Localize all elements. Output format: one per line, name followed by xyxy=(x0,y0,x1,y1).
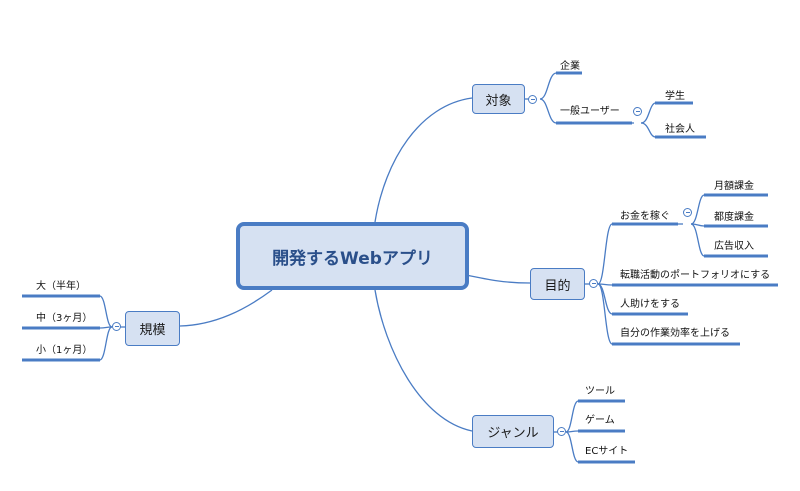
topic-efficiency[interactable]: 自分の作業効率を上げる xyxy=(620,328,730,339)
topic-company[interactable]: 企業 xyxy=(560,61,580,72)
topic-ec[interactable]: ECサイト xyxy=(585,446,629,457)
topic-large[interactable]: 大（半年） xyxy=(36,281,86,292)
collapse-target-icon[interactable] xyxy=(528,95,537,104)
collapse-scale-icon[interactable] xyxy=(112,322,121,331)
topic-earn-money[interactable]: お金を稼ぐ xyxy=(620,211,670,222)
topic-job-change[interactable]: 転職活動のポートフォリオにする xyxy=(620,270,771,281)
branch-target[interactable]: 対象 xyxy=(472,84,525,114)
topic-tool[interactable]: ツール xyxy=(585,386,615,397)
branch-scale[interactable]: 規模 xyxy=(125,311,180,346)
topic-student[interactable]: 学生 xyxy=(665,91,685,102)
branch-target-label: 対象 xyxy=(485,93,512,109)
topic-pay-per-use[interactable]: 都度課金 xyxy=(714,212,754,223)
branch-genre[interactable]: ジャンル xyxy=(472,415,554,448)
branch-purpose[interactable]: 目的 xyxy=(530,268,585,300)
topic-medium[interactable]: 中（3ヶ月） xyxy=(36,313,93,324)
branch-scale-label: 規模 xyxy=(139,323,166,338)
collapse-genre-icon[interactable] xyxy=(557,427,566,436)
topic-help-people[interactable]: 人助けをする xyxy=(620,299,680,310)
topic-general-user[interactable]: 一般ユーザー xyxy=(560,106,620,117)
topic-ad-revenue[interactable]: 広告収入 xyxy=(714,241,754,252)
collapse-purpose-icon[interactable] xyxy=(589,279,598,288)
collapse-general-user-icon[interactable] xyxy=(633,107,642,116)
topic-game[interactable]: ゲーム xyxy=(585,415,615,426)
topic-working-adult[interactable]: 社会人 xyxy=(665,124,695,135)
branch-purpose-label: 目的 xyxy=(544,278,571,294)
branch-genre-label: ジャンル xyxy=(487,426,539,441)
central-topic-label: 開発するWebアプリ xyxy=(272,248,433,269)
topic-monthly-billing[interactable]: 月額課金 xyxy=(714,181,754,192)
collapse-earn-money-icon[interactable] xyxy=(683,208,692,217)
topic-small[interactable]: 小（1ヶ月） xyxy=(36,345,93,356)
central-topic[interactable]: 開発するWebアプリ xyxy=(236,222,469,290)
